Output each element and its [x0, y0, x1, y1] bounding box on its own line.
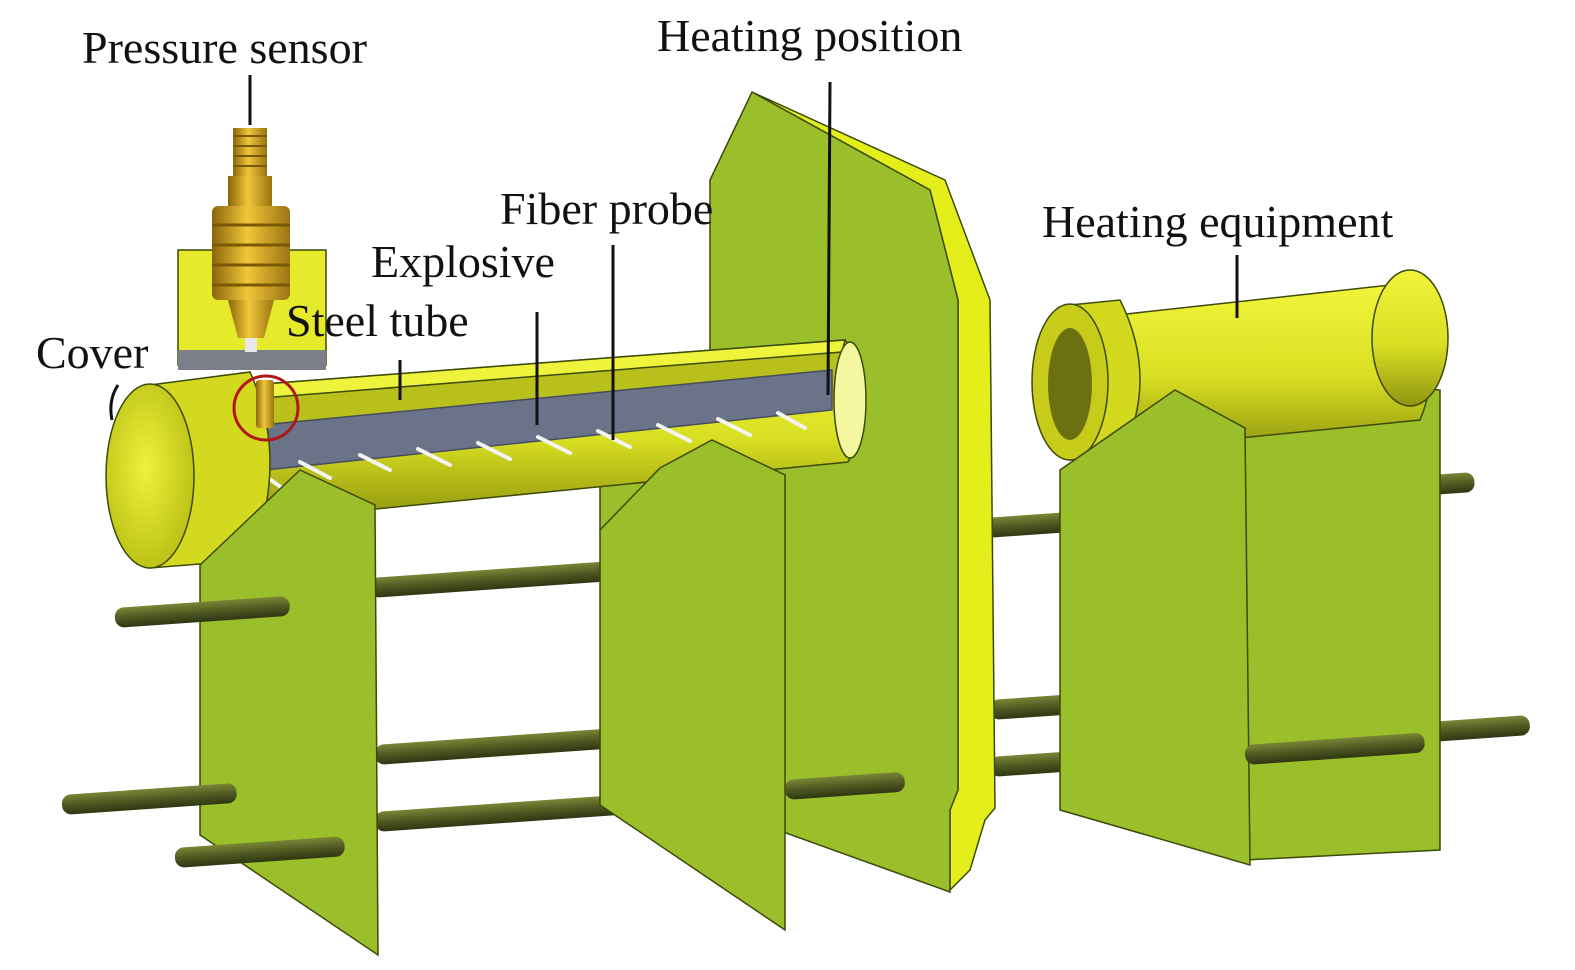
leader-lines — [109, 75, 1239, 440]
rod — [1244, 733, 1425, 765]
plate-face — [599, 439, 786, 932]
rod — [1429, 715, 1530, 742]
label-pressure-sensor: Pressure sensor — [82, 22, 367, 73]
heater-bore-inner — [1048, 328, 1092, 440]
middle-support-plate — [599, 439, 786, 932]
heater-plate-back — [1244, 379, 1441, 861]
tube-cover — [105, 371, 271, 569]
fiber-probe — [476, 441, 512, 461]
fiber-probe — [656, 423, 692, 443]
heating-equipment — [1031, 269, 1449, 867]
label-cover: Cover — [36, 327, 148, 378]
rod — [374, 727, 640, 765]
leader-cover — [109, 384, 120, 421]
sensor-tip — [228, 300, 274, 338]
support-rods-front — [61, 596, 345, 868]
pressure-sensor — [177, 128, 327, 442]
label-heating-position: Heating position — [657, 10, 962, 61]
heater-plate-front — [1059, 389, 1251, 867]
fiber-probe — [716, 417, 752, 437]
sensor-neck — [228, 176, 272, 206]
steel-tube-end — [833, 341, 867, 459]
label-steel-tube: Steel tube — [286, 295, 469, 346]
label-heating-equipment: Heating equipment — [1042, 196, 1394, 247]
fiber-probe — [358, 453, 392, 472]
label-explosive: Explosive — [371, 236, 555, 287]
sensor-thread-rings — [233, 135, 267, 167]
label-fiber-probe: Fiber probe — [500, 183, 713, 234]
fiber-probe — [416, 447, 452, 467]
cover-face — [105, 383, 195, 569]
sensor-body — [212, 206, 290, 300]
rod — [174, 836, 345, 868]
sensor-pin — [245, 338, 257, 352]
fiber-probe — [536, 435, 572, 455]
rod — [114, 596, 290, 628]
front-left-support-plate — [199, 469, 379, 957]
rod — [784, 772, 905, 800]
fiber-probe — [298, 460, 332, 480]
plate-face — [199, 469, 379, 957]
sensor-highlight-ring — [232, 374, 300, 442]
sensor-fins — [212, 223, 290, 287]
leader-heating-position — [826, 81, 832, 396]
rod — [61, 783, 237, 815]
heater-right-collar — [1371, 269, 1449, 407]
sensor-mount-base — [178, 350, 326, 370]
installed-sensor — [256, 380, 274, 428]
fiber-probe — [776, 411, 807, 430]
